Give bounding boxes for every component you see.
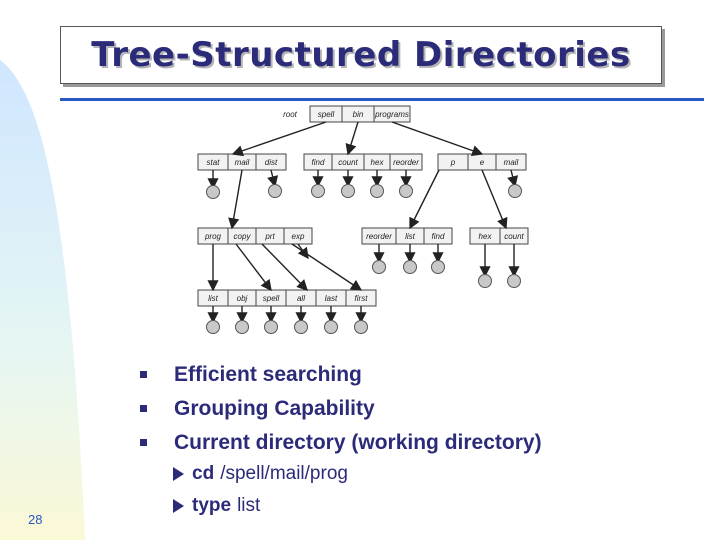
directory-label: hex <box>479 232 493 241</box>
sub-bullet-list: cd /spell/mail/prog type list <box>173 458 348 522</box>
directory-label: p <box>450 158 456 167</box>
slide-title-box: Tree-Structured Directories <box>60 26 662 84</box>
square-bullet-icon <box>140 371 147 378</box>
directory-label: bin <box>353 110 364 119</box>
file-node <box>206 320 220 334</box>
directory-label: copy <box>234 232 252 241</box>
file-node <box>268 184 282 198</box>
directory-label: all <box>297 294 305 303</box>
file-node <box>372 260 386 274</box>
root-label: root <box>283 110 298 119</box>
tree-edge <box>481 169 508 230</box>
directory-label: stat <box>207 158 221 167</box>
directory-label: find <box>312 158 325 167</box>
file-node <box>341 184 355 198</box>
file-node <box>403 260 417 274</box>
file-node <box>354 320 368 334</box>
directory-label: programs <box>374 110 409 119</box>
file-node <box>294 320 308 334</box>
tree-edge <box>231 121 327 157</box>
directory-label: obj <box>237 294 248 303</box>
title-underline <box>60 98 704 101</box>
directory-label: dist <box>265 158 278 167</box>
directory-label: mail <box>504 158 519 167</box>
directory-label: spell <box>263 294 280 303</box>
directory-label: find <box>432 232 445 241</box>
directory-label: last <box>325 294 338 303</box>
square-bullet-icon <box>140 405 147 412</box>
tree-edge <box>235 243 272 292</box>
tree-edge <box>267 169 279 188</box>
file-node <box>431 260 445 274</box>
directory-label: exp <box>292 232 305 241</box>
sub-bullet-item: cd /spell/mail/prog <box>173 458 348 490</box>
file-node <box>264 320 278 334</box>
page-number: 28 <box>28 512 43 527</box>
tree-edge <box>228 169 243 230</box>
directory-label: count <box>338 158 358 167</box>
directory-label: list <box>405 232 416 241</box>
tree-edge <box>391 121 484 156</box>
directory-label: count <box>504 232 524 241</box>
directory-label: first <box>355 294 369 303</box>
tree-edge <box>409 169 440 230</box>
tree-edge <box>297 243 309 260</box>
directory-label: hex <box>371 158 385 167</box>
file-node <box>370 184 384 198</box>
directory-label: prog <box>204 232 222 241</box>
directory-label: e <box>480 158 485 167</box>
directory-label: spell <box>318 110 335 119</box>
directory-label: mail <box>235 158 250 167</box>
file-node <box>399 184 413 198</box>
directory-label: reorder <box>366 232 392 241</box>
file-node <box>507 274 521 288</box>
square-bullet-icon <box>140 439 147 446</box>
directory-label: list <box>208 294 219 303</box>
arrow-bullet-icon <box>173 467 184 481</box>
sub-bullet-item: type list <box>173 490 348 522</box>
arrow-bullet-icon <box>173 499 184 513</box>
directory-label: prt <box>264 232 275 241</box>
tree-edge <box>507 169 519 188</box>
slide-title: Tree-Structured Directories <box>91 35 631 75</box>
file-node <box>311 184 325 198</box>
file-node <box>235 320 249 334</box>
file-node <box>206 185 220 199</box>
tree-edge <box>261 243 308 292</box>
tree-edge <box>345 121 359 156</box>
file-node <box>508 184 522 198</box>
directory-label: reorder <box>393 158 419 167</box>
file-node <box>324 320 338 334</box>
file-node <box>478 274 492 288</box>
